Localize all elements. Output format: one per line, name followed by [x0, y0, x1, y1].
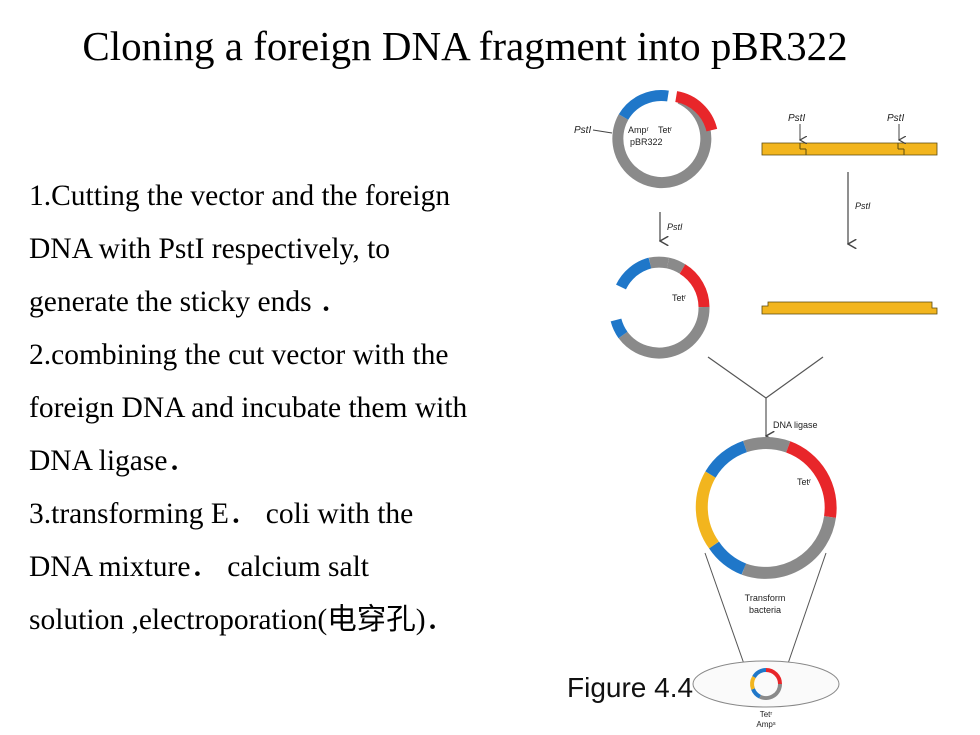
tet-label: Tetʳ [658, 125, 672, 135]
backbone-segment [618, 306, 710, 359]
plasmid-name: pBR322 [630, 137, 663, 147]
pstI-site-pointer [592, 129, 613, 134]
step-line: DNA mixture． calcium salt [29, 551, 369, 583]
amp-region [751, 688, 762, 699]
amp-label: Ampʳ [628, 125, 649, 135]
foreign-dna-insert [750, 675, 756, 690]
backbone-segment [743, 437, 767, 453]
cut-plasmid: Tetʳ [610, 256, 710, 359]
amp-region [705, 440, 748, 478]
tet-region [785, 441, 837, 518]
transformed-bacterium: Tetʳ Ampˢ [692, 660, 840, 729]
tet-label: Tetʳ [672, 293, 686, 303]
step-line: solution ,electroporation(电穿孔)． [29, 604, 456, 636]
step-line: DNA ligase． [29, 445, 197, 477]
backbone-segment [666, 257, 686, 274]
tet-region [675, 91, 718, 132]
pstI-site-label: PstI [574, 125, 591, 136]
backbone-segment [741, 515, 836, 579]
bacterium-cell [692, 660, 840, 708]
tet-label: Tetʳ [797, 477, 811, 487]
amp-region [618, 90, 669, 121]
slide-title: Cloning a foreign DNA fragment into pBR3… [82, 23, 848, 69]
recombinant-plasmid: Tetʳ [695, 436, 837, 579]
backbone-segment [765, 436, 791, 453]
transform-line-right [781, 552, 827, 682]
foreign-dna-insert [695, 471, 719, 549]
amp-result-label: Ampˢ [756, 720, 775, 729]
amp-region [610, 318, 628, 339]
tet-result-label: Tetʳ [760, 710, 773, 719]
backbone-segment [648, 256, 670, 269]
step-line: foreign DNA and incubate them with [29, 392, 468, 424]
step-line: DNA with PstI respectively, to [29, 233, 391, 265]
ligase-line-left [707, 356, 767, 399]
backbone-segment [759, 683, 783, 701]
step-line: 1.Cutting the vector and the foreign [29, 180, 451, 212]
transform-line-left [704, 552, 751, 682]
pstI-label-1: PstI [788, 113, 805, 124]
step-line: 3.transforming E． coli with the [29, 498, 414, 530]
figure-caption: Figure 4.4 [567, 672, 694, 703]
step-line: generate the sticky ends ． [29, 286, 349, 318]
pstI-foreign-digest-label: PstI [855, 201, 871, 211]
plasmid-pbr322: PstI Ampʳ Tetʳ pBR322 [574, 90, 718, 189]
tet-region [765, 668, 782, 685]
backbone-segment [612, 93, 712, 189]
ligase-line-right [765, 356, 824, 399]
ligase-label: DNA ligase [773, 420, 818, 430]
step-line: 2.combining the cut vector with the [29, 339, 449, 371]
tet-region [679, 264, 710, 308]
pstI-digest-label: PstI [667, 222, 683, 232]
amp-region [752, 668, 767, 679]
transform-label: Transform [745, 593, 786, 603]
amp-region [709, 541, 747, 575]
foreign-dna-fragment [761, 301, 938, 315]
foreign-dna-uncut: PstI PstI [761, 113, 938, 156]
steps-text: 1.Cutting the vector and the foreign DNA… [29, 170, 589, 647]
foreign-dna-strand [761, 142, 938, 156]
pstI-label-2: PstI [887, 113, 904, 124]
amp-region [616, 257, 652, 290]
bacteria-label: bacteria [749, 605, 781, 615]
